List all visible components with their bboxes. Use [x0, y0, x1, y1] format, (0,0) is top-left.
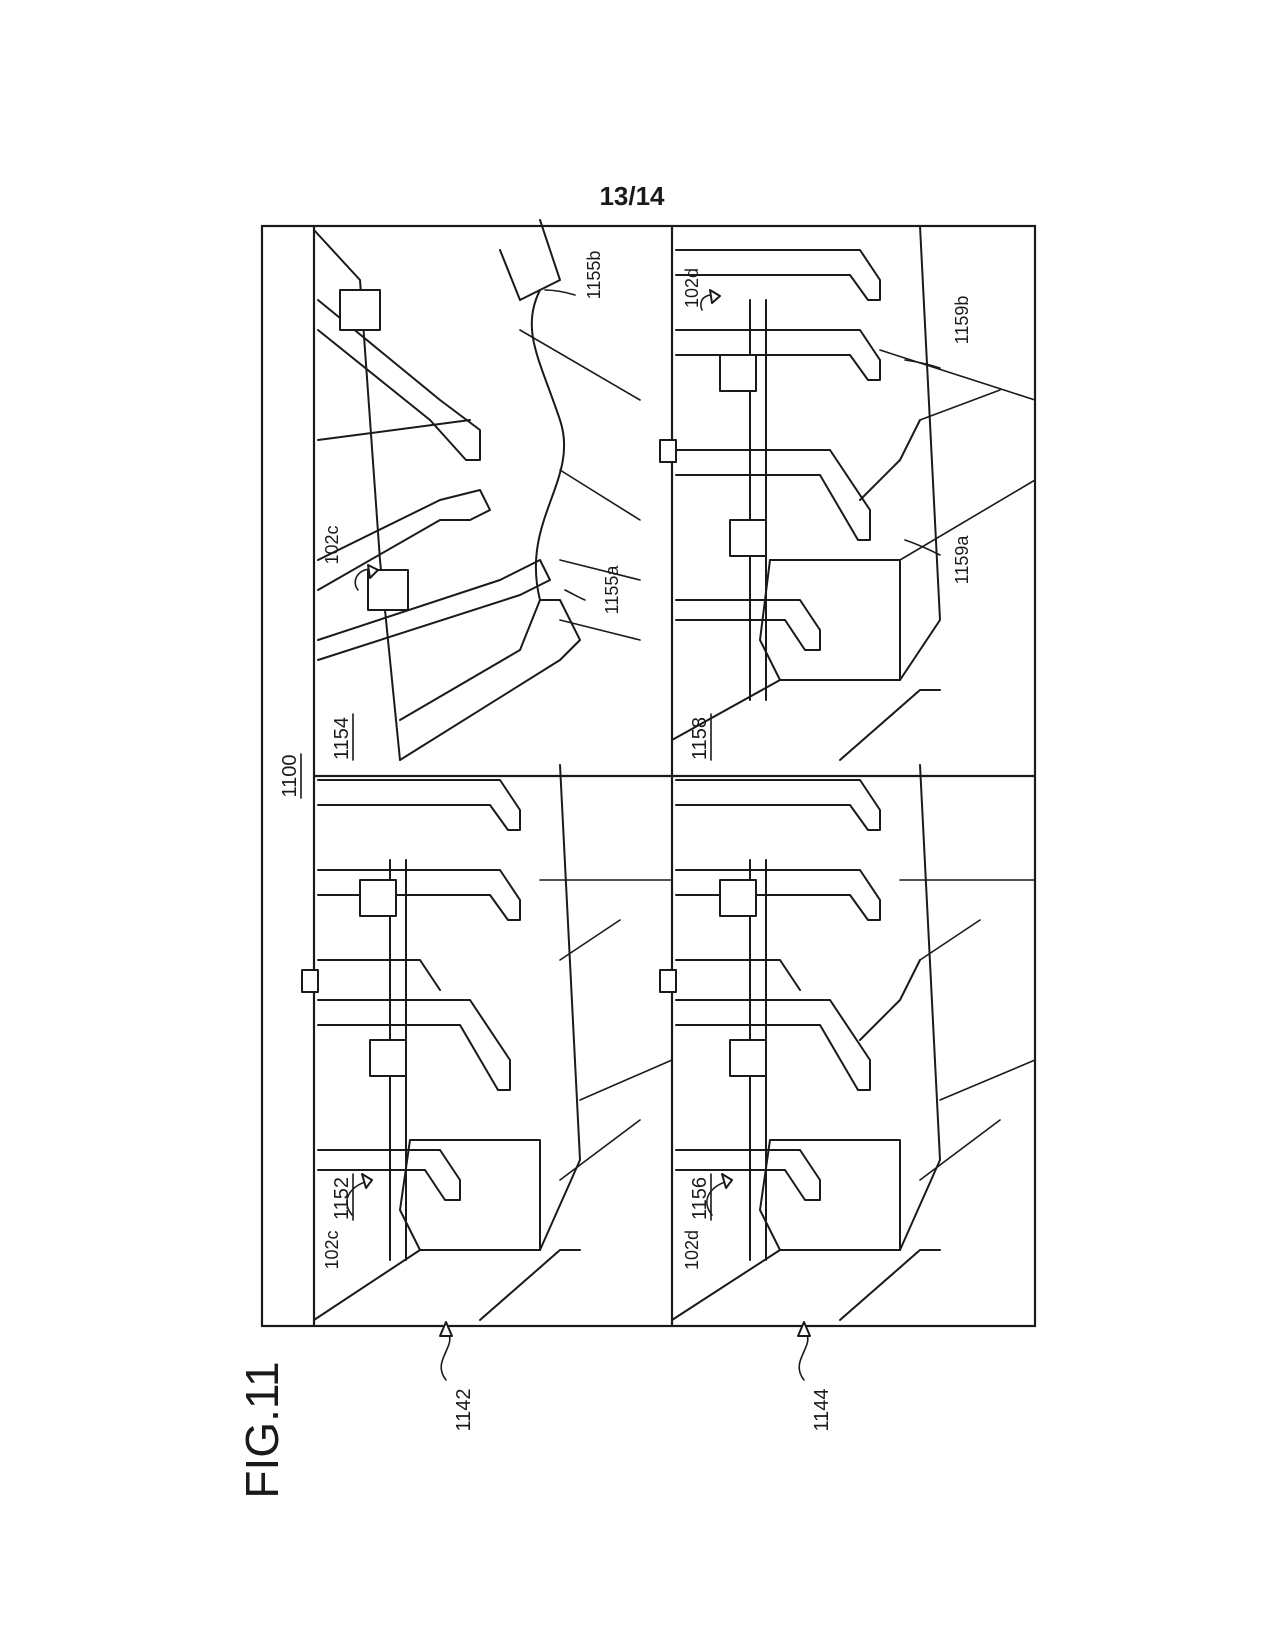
figure-label: FIG.11	[236, 1361, 288, 1498]
pointer-102c-1154: 102c	[322, 525, 379, 591]
callout-1159b: 1159b	[904, 296, 972, 369]
row-ref-1144: 1144	[797, 1321, 833, 1432]
svg-text:1154: 1154	[331, 717, 353, 760]
panel-1152-drawing	[301, 764, 673, 1321]
svg-text:102d: 102d	[682, 268, 702, 308]
row-ref-1142: 1142	[439, 1321, 475, 1432]
panel-1154-drawing	[313, 219, 641, 761]
svg-text:1142: 1142	[453, 1388, 475, 1431]
callout-1155a: 1155a	[564, 565, 622, 615]
callout-1155b: 1155b	[544, 251, 604, 300]
page-number: 13/14	[599, 181, 665, 211]
callout-1159a: 1159a	[904, 535, 972, 585]
svg-text:1156: 1156	[689, 1177, 711, 1220]
svg-text:102c: 102c	[322, 525, 342, 564]
panel-1156-drawing	[659, 764, 1036, 1321]
svg-text:1159b: 1159b	[952, 296, 972, 345]
panel-1158-drawing	[659, 225, 1036, 761]
svg-text:FIG.11: FIG.11	[236, 1361, 288, 1498]
svg-text:1159a: 1159a	[952, 535, 972, 585]
pointer-102d-1156: 102d	[682, 1173, 733, 1270]
svg-text:1155b: 1155b	[584, 251, 604, 300]
pointer-102c-1152: 102c	[322, 1173, 373, 1270]
figure-frame	[260, 224, 1037, 1328]
figure-ref-1100: 1100	[279, 753, 302, 799]
pointer-102d-1158: 102d	[682, 268, 721, 311]
svg-text:1155a: 1155a	[602, 565, 622, 615]
panel-ref-1154: 1154	[331, 713, 354, 761]
svg-text:1152: 1152	[331, 1177, 353, 1220]
svg-text:102d: 102d	[682, 1230, 702, 1270]
svg-text:1100: 1100	[279, 754, 301, 797]
svg-text:1144: 1144	[811, 1388, 833, 1431]
svg-text:102c: 102c	[322, 1230, 342, 1269]
